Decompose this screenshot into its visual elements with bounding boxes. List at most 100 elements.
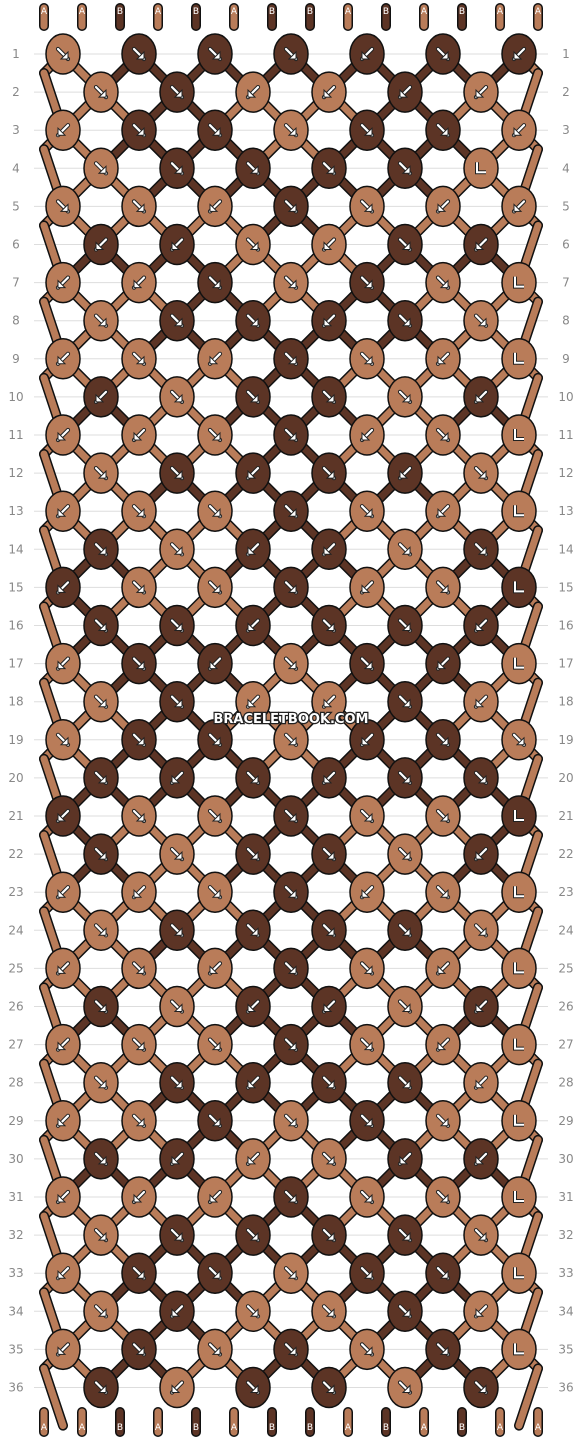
knot (463, 833, 499, 875)
knot (387, 909, 423, 952)
knot (501, 1328, 537, 1371)
knot (83, 833, 119, 875)
knot (235, 1290, 271, 1333)
knot (425, 1252, 461, 1294)
knot (387, 1366, 423, 1409)
knot (387, 680, 423, 723)
row-label-right: 35 (558, 1342, 573, 1356)
knot (273, 1100, 309, 1142)
string-letter: B (193, 1423, 199, 1433)
knot (45, 566, 81, 609)
knot (425, 719, 461, 761)
knot (273, 1328, 309, 1371)
row-label-right: 5 (562, 199, 570, 213)
row-label-right: 8 (562, 314, 570, 328)
knot (349, 947, 385, 990)
knot (197, 490, 233, 532)
string-letter: A (345, 7, 352, 17)
knot (463, 71, 499, 113)
knot (235, 680, 271, 723)
knot (387, 147, 423, 190)
knot (501, 490, 537, 532)
row-label-left: 16 (8, 619, 23, 633)
string-letter: B (307, 7, 313, 17)
row-label-right: 34 (558, 1304, 573, 1318)
knot (463, 1366, 499, 1409)
knot (83, 1214, 119, 1256)
knot (425, 947, 461, 990)
row-label-left: 1 (12, 47, 20, 61)
row-label-right: 30 (558, 1152, 573, 1166)
knot (197, 1100, 233, 1142)
knot (463, 757, 499, 799)
row-label-left: 35 (8, 1342, 23, 1356)
knot (197, 795, 233, 837)
knot (121, 33, 157, 75)
row-label-right: 1 (562, 47, 570, 61)
knot (349, 185, 385, 228)
string-letter: B (383, 7, 389, 17)
row-label-left: 28 (8, 1076, 23, 1090)
row-label-left: 31 (8, 1190, 23, 1204)
knot (425, 261, 461, 304)
string-letter: A (79, 1423, 86, 1433)
string-letter: A (421, 1423, 428, 1433)
knot (83, 1366, 119, 1409)
knot (501, 109, 537, 151)
row-label-left: 9 (12, 352, 20, 366)
knot (45, 719, 81, 761)
knot (45, 642, 81, 685)
string-letter: A (231, 1423, 238, 1433)
knot (349, 109, 385, 151)
string-letter: A (155, 1423, 162, 1433)
row-label-right: 18 (558, 695, 573, 709)
knot (311, 1061, 347, 1104)
knot (349, 719, 385, 761)
knot (425, 490, 461, 532)
row-label-right: 21 (558, 809, 573, 823)
row-label-left: 4 (12, 161, 20, 175)
row-label-right: 16 (558, 619, 573, 633)
row-label-left: 3 (12, 123, 20, 137)
knot (83, 376, 119, 418)
knot (197, 642, 233, 685)
knot (311, 452, 347, 494)
knot (197, 1328, 233, 1371)
knot (387, 376, 423, 418)
knot (159, 376, 195, 418)
knot (45, 1252, 81, 1294)
knot (311, 1366, 347, 1409)
knot (273, 947, 309, 990)
knot (45, 947, 81, 990)
knot (235, 833, 271, 875)
knot (121, 947, 157, 990)
knot (501, 185, 537, 228)
knot (159, 147, 195, 190)
knot (501, 642, 537, 685)
knot (197, 566, 233, 609)
knot (463, 680, 499, 723)
knot (121, 1252, 157, 1294)
row-label-right: 3 (562, 123, 570, 137)
knot (197, 338, 233, 380)
string-letter: A (41, 7, 48, 17)
knot (235, 299, 271, 342)
knot (501, 1023, 537, 1066)
row-label-right: 13 (558, 504, 573, 518)
knot (463, 604, 499, 647)
knot (273, 261, 309, 304)
knot (45, 109, 81, 151)
knot (83, 1138, 119, 1180)
knot (311, 833, 347, 875)
row-label-right: 17 (558, 657, 573, 671)
knot (121, 261, 157, 304)
knot (463, 1138, 499, 1180)
row-label-left: 15 (8, 580, 23, 594)
knot (83, 604, 119, 647)
knot (349, 261, 385, 304)
knot (159, 757, 195, 799)
knot (197, 261, 233, 304)
knot (83, 757, 119, 799)
